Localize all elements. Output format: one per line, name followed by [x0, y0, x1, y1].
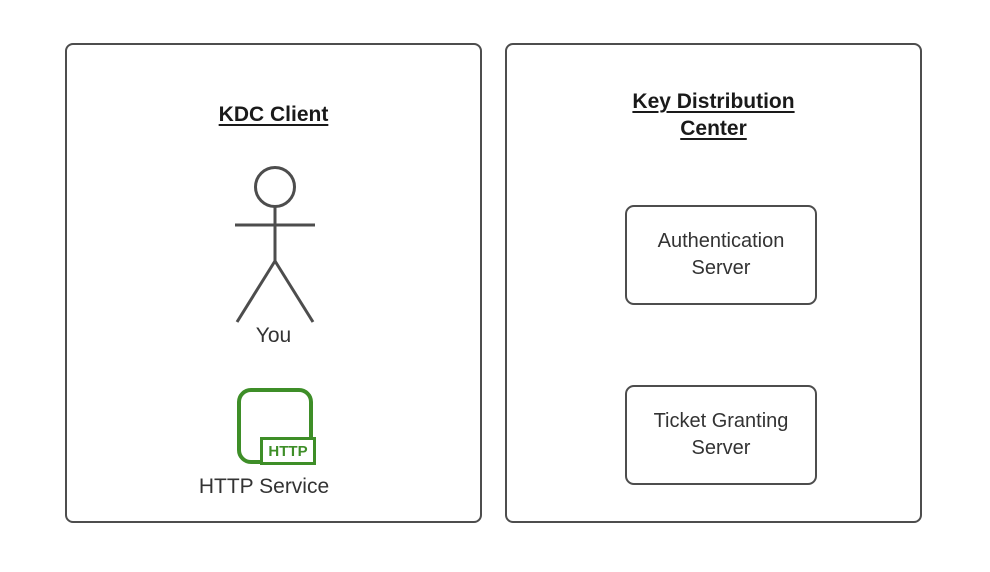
authentication-server-box: Authentication Server: [625, 205, 817, 305]
authentication-server-label: Authentication Server: [657, 230, 785, 279]
kdc-client-title-text: KDC Client: [218, 103, 329, 126]
key-distribution-center-title-text: Key Distribution Center: [632, 90, 795, 140]
stick-figure-actor-icon: [235, 166, 315, 323]
http-service-badge: HTTP: [260, 437, 316, 465]
kdc-client-title: KDC Client: [65, 101, 482, 128]
key-distribution-center-title: Key Distribution Center: [505, 88, 922, 142]
actor-label: You: [255, 324, 292, 347]
ticket-granting-server-label: Ticket Granting Server: [653, 410, 789, 459]
http-service-label: HTTP Service: [198, 475, 330, 498]
ticket-granting-server-box: Ticket Granting Server: [625, 385, 817, 485]
